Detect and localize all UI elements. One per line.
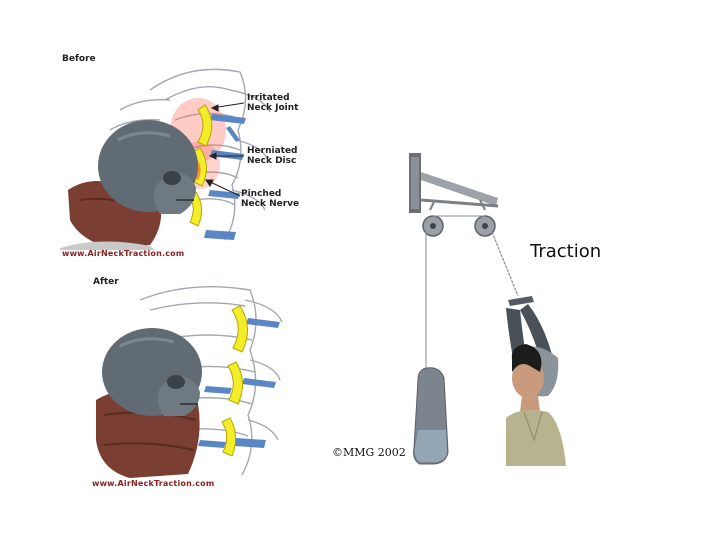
copyright-text: ©MMG 2002	[332, 446, 406, 459]
after-title: After	[93, 277, 119, 287]
traction-apparatus	[409, 153, 566, 466]
traction-title: Traction	[530, 241, 601, 262]
label-irritated-neck-joint: Irritated Neck Joint	[247, 93, 298, 113]
before-watermark: www.AirNeckTraction.com	[62, 249, 184, 258]
after-skull	[102, 328, 202, 416]
label-herniated-neck-disc: Herniated Neck Disc	[247, 146, 298, 166]
label-pinched-neck-nerve: Pinched Neck Nerve	[241, 189, 299, 209]
after-watermark: www.AirNeckTraction.com	[92, 479, 214, 488]
patient-body	[506, 410, 566, 466]
